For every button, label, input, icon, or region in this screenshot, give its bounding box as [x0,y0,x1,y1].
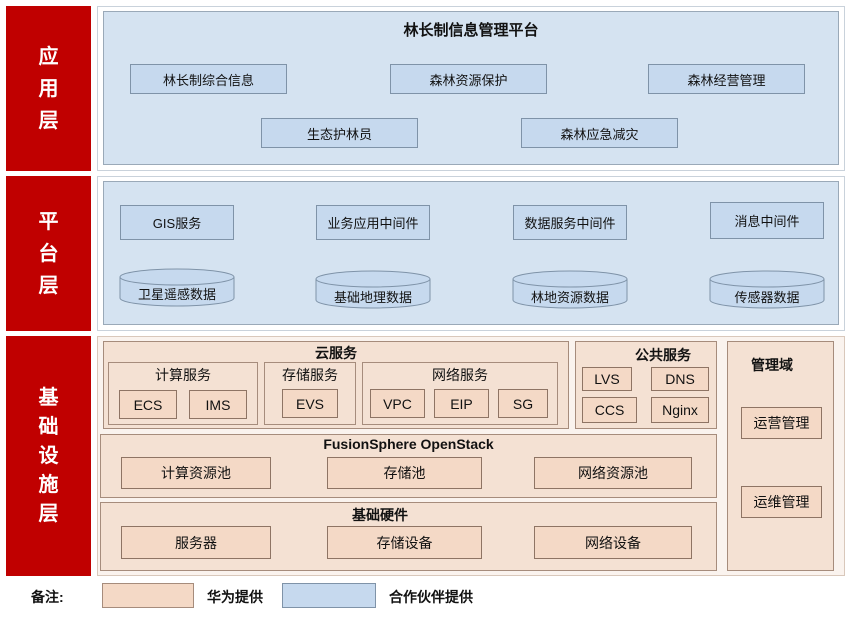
infra-layer-char: 层 [38,502,59,525]
platform-service-box: GIS服务 [120,205,234,240]
legend-label: 备注: [31,589,64,605]
platform-service-box: 业务应用中间件 [316,205,430,240]
storage-service-title: 存储服务 [282,367,338,383]
legend-huawei-swatch [102,583,194,608]
management-domain-title: 管理域 [751,357,793,373]
app-module-box: 森林资源保护 [390,64,547,94]
platform-layer-char: 台 [38,242,59,265]
database-label: 林地资源数据 [530,290,609,305]
infra-layer-char: 基 [38,386,59,409]
dns-box: DNS [651,367,709,391]
operations-management-box: 运营管理 [741,407,822,439]
app-module-box: 森林应急减灾 [521,118,678,148]
database-label: 卫星遥感数据 [137,287,216,302]
nginx-box: Nginx [651,397,709,423]
infra-layer-char: 础 [38,415,59,438]
sg-box: SG [498,389,548,418]
legend-partner-swatch [282,583,376,608]
ccs-box: CCS [582,397,637,423]
eip-box: EIP [434,389,489,418]
database-icon [315,270,431,309]
openstack-title: FusionSphere OpenStack [323,436,494,452]
app-module-box: 森林经营管理 [648,64,805,94]
network-pool-box: 网络资源池 [534,457,692,489]
ecs-box: ECS [119,390,177,419]
platform-layer-label: 平 台 层 [6,176,91,331]
app-platform-title: 林长制信息管理平台 [403,22,539,39]
app-module-box: 生态护林员 [261,118,418,148]
evs-box: EVS [282,389,338,418]
database-icon [709,270,825,309]
app-layer-label: 应 用 层 [6,6,91,171]
network-service-title: 网络服务 [432,367,488,383]
app-layer-char: 应 [38,45,59,68]
network-device-box: 网络设备 [534,526,692,559]
database-label: 基础地理数据 [333,290,412,305]
database-label: 传感器数据 [734,290,800,305]
legend-huawei-label: 华为提供 [207,589,263,605]
app-module-box: 林长制综合信息 [130,64,287,94]
platform-layer-char: 平 [38,210,59,233]
public-services-title: 公共服务 [635,347,691,363]
compute-pool-box: 计算资源池 [121,457,271,489]
lvs-box: LVS [582,367,632,391]
maintenance-management-box: 运维管理 [741,486,822,518]
legend-partner-label: 合作伙伴提供 [389,589,473,605]
infra-layer-char: 施 [38,473,59,496]
platform-service-box: 消息中间件 [710,202,824,239]
server-box: 服务器 [121,526,271,559]
platform-service-box: 数据服务中间件 [513,205,627,240]
infra-layer-label: 基 础 设 施 层 [6,336,91,576]
database-icon [119,268,235,307]
hardware-title: 基础硬件 [352,507,408,523]
database-icon [512,270,628,309]
ims-box: IMS [189,390,247,419]
management-domain-panel [727,341,834,571]
platform-layer-char: 层 [38,274,59,297]
app-layer-char: 用 [38,77,59,100]
vpc-box: VPC [370,389,425,418]
app-layer-char: 层 [38,109,59,132]
storage-pool-box: 存储池 [327,457,482,489]
compute-service-title: 计算服务 [155,367,211,383]
storage-device-box: 存储设备 [327,526,482,559]
infra-layer-char: 设 [38,444,59,467]
cloud-services-title: 云服务 [315,345,357,361]
